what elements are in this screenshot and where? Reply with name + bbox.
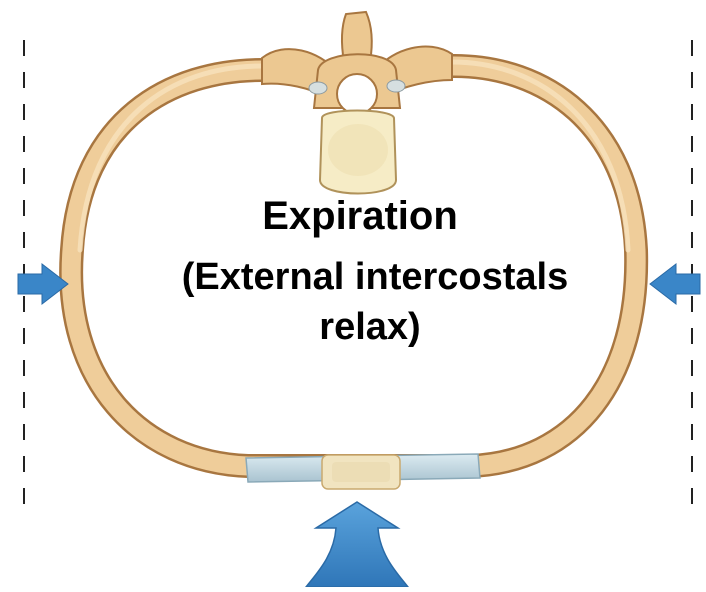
- vertebra: [262, 12, 452, 194]
- diagram-title: Expiration: [110, 196, 610, 236]
- arrow-up-icon: [306, 502, 408, 587]
- diagram-subtitle-line-2: relax): [120, 308, 620, 346]
- sternum: [322, 455, 400, 489]
- diagram-subtitle-line-1: (External intercostals: [125, 258, 625, 296]
